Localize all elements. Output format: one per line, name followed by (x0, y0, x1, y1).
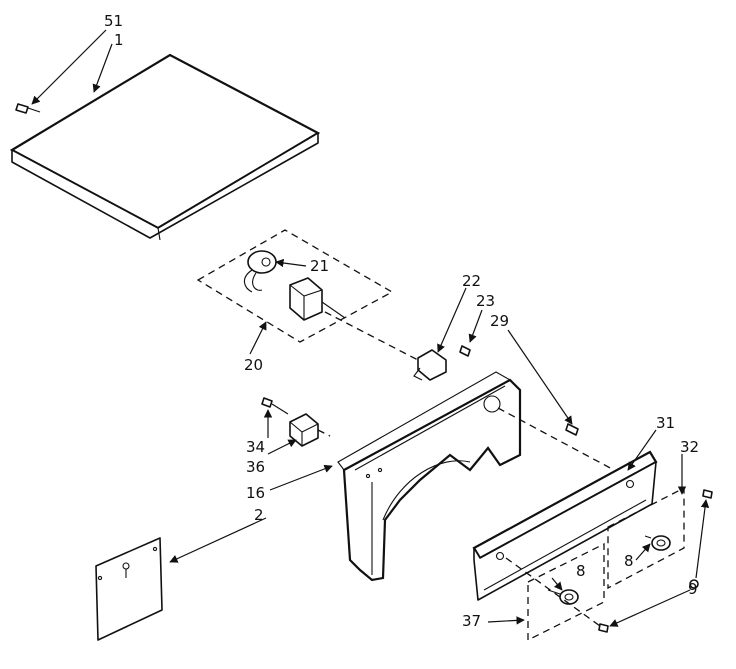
leader-lines (31, 29, 710, 627)
callout-23: 23 (476, 292, 495, 310)
callout-51: 51 (104, 12, 123, 30)
callout-20: 20 (244, 356, 263, 374)
callout-labels: 51 1 21 20 22 23 29 31 32 34 36 16 2 8 8… (104, 12, 699, 630)
screw-51 (15, 103, 41, 114)
callout-1: 1 (114, 31, 124, 49)
console-panel (337, 371, 522, 582)
switch-36 (289, 413, 319, 447)
control-assembly-group (196, 229, 394, 343)
bracket-22 (413, 349, 447, 381)
callout-34: 34 (246, 438, 265, 456)
callout-2: 2 (254, 506, 264, 524)
top-lid (9, 53, 321, 241)
relay-box (289, 277, 346, 321)
knob-left (547, 589, 579, 605)
callout-37: 37 (462, 612, 481, 630)
callout-32: 32 (680, 438, 699, 456)
callout-29: 29 (490, 312, 509, 330)
callout-31: 31 (656, 414, 675, 432)
callout-21: 21 (310, 257, 329, 275)
rear-panel-2 (95, 537, 163, 641)
callout-8-left: 8 (576, 562, 586, 580)
screw-34 (261, 397, 289, 415)
screw-9-bottom (598, 623, 609, 633)
screw-29 (565, 423, 579, 436)
callout-16: 16 (246, 484, 265, 502)
screw-9-top (702, 489, 713, 499)
knob-right (644, 535, 671, 551)
callout-9: 9 (688, 580, 698, 598)
screw-23 (459, 345, 471, 357)
screw-9-mid (689, 579, 699, 589)
callout-36: 36 (246, 458, 265, 476)
callout-8-right: 8 (624, 552, 634, 570)
trim-strip (472, 450, 658, 601)
knob-group-right (607, 486, 685, 590)
callout-22: 22 (462, 272, 481, 290)
timer-switch (243, 250, 277, 293)
